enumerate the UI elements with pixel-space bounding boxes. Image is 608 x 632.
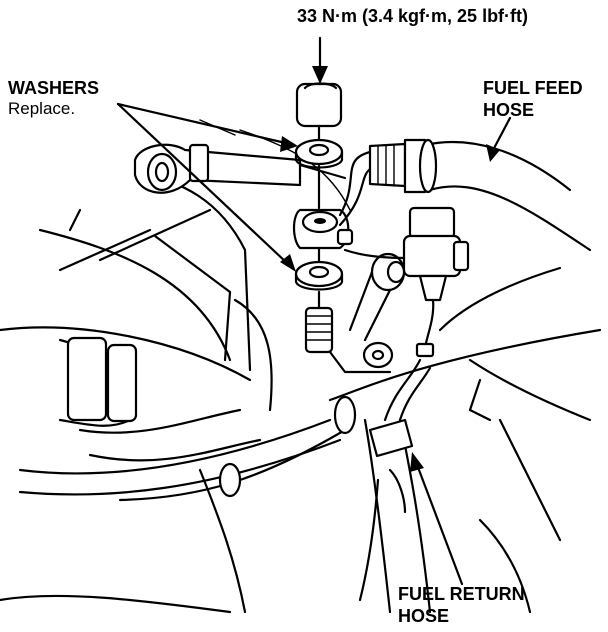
lower-washer (294, 260, 344, 291)
upper-pipe (133, 143, 347, 194)
fuel-return-hose-label: FUEL RETURN (398, 584, 525, 604)
upper-washer (294, 138, 344, 210)
torque-spec-label: 33 N·m (3.4 kgf·m, 25 lbf·ft) (297, 6, 529, 26)
fuel-feed-hose (368, 138, 592, 252)
callout-arrows (116, 36, 512, 586)
fuel-feed-hose-label: FUEL FEED (483, 78, 583, 98)
washers-replace-note: Replace. (8, 99, 76, 118)
fuel-feed-hose-label-line2: HOSE (483, 100, 535, 120)
bolt-thread (304, 290, 392, 374)
pressure-regulator (343, 206, 470, 369)
fuel-return-hose (363, 358, 432, 614)
banjo-fitting (292, 150, 380, 270)
fuel-return-hose-label-line2: HOSE (398, 606, 450, 626)
washers-label: WASHERS (8, 78, 100, 98)
left-hose-bundle (18, 328, 602, 502)
